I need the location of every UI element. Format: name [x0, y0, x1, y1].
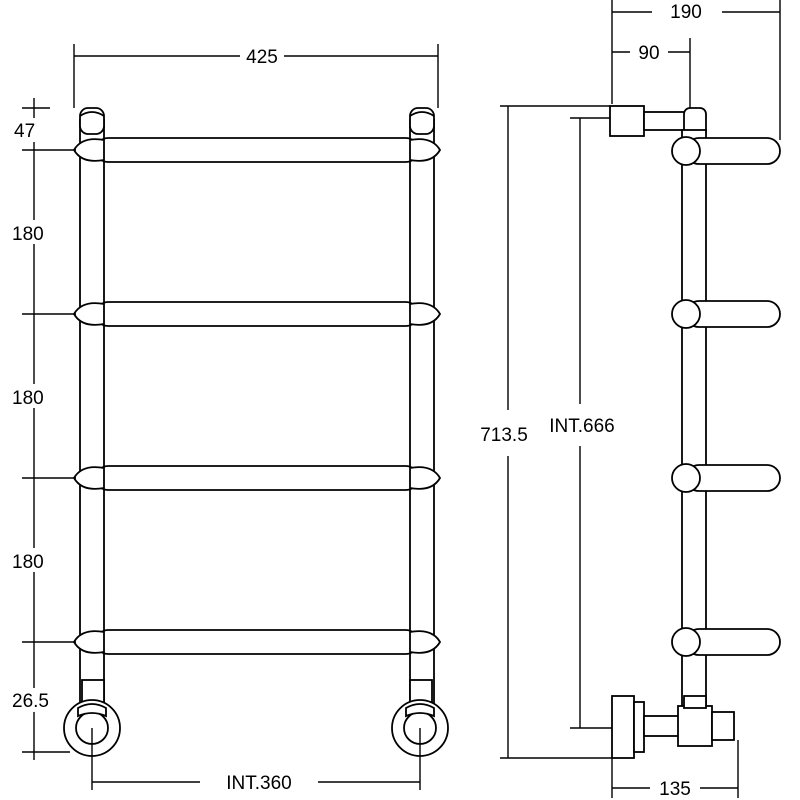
left-post	[79, 119, 105, 711]
rail-1	[72, 137, 442, 163]
side-view: 190 90 713.5 INT.666	[480, 0, 781, 800]
side-rail-3	[671, 463, 781, 493]
dimension-valve-depth-label: 135	[659, 779, 691, 800]
dimension-overall-depth-label: 190	[670, 2, 702, 23]
side-post	[681, 129, 707, 711]
dimension-overall-height-label: 713.5	[480, 425, 528, 446]
right-post	[409, 119, 435, 711]
dimension-overall-width: 425	[73, 44, 439, 108]
front-view: 425 47 180 180 180 26.5	[4, 44, 449, 794]
dimension-wall-offset-label: 90	[638, 43, 659, 64]
dimension-rail-spacing-2-label: 180	[12, 388, 44, 409]
dimension-interior-height-label: INT.666	[549, 416, 614, 437]
rail-4	[72, 629, 442, 655]
dimension-left-chain: 47 180 180 180 26.5	[4, 98, 76, 760]
dimension-wall-offset: 90	[612, 38, 691, 108]
dimension-interior-height: INT.666	[549, 117, 615, 729]
right-valve	[391, 679, 449, 757]
dimension-overall-depth: 190	[611, 0, 781, 140]
dimension-overall-height: 713.5	[480, 105, 612, 759]
left-top-cap	[79, 107, 105, 135]
dimension-valve-depth: 135	[611, 740, 739, 800]
side-rail-1	[671, 136, 781, 166]
side-rail-4	[671, 627, 781, 657]
rail-2	[72, 301, 442, 327]
dimension-top-offset-label: 47	[14, 121, 35, 142]
dimension-rail-spacing-3-label: 180	[12, 552, 44, 573]
dimension-overall-width-label: 425	[246, 47, 278, 68]
dimension-interior-width: INT.360	[91, 728, 421, 794]
dimension-bottom-offset-label: 26.5	[12, 691, 49, 712]
rail-3	[72, 465, 442, 491]
right-top-cap	[409, 107, 435, 135]
dimension-interior-width-label: INT.360	[226, 773, 291, 794]
dimension-rail-spacing-1-label: 180	[12, 224, 44, 245]
side-valve	[611, 695, 735, 759]
side-rail-2	[671, 299, 781, 329]
